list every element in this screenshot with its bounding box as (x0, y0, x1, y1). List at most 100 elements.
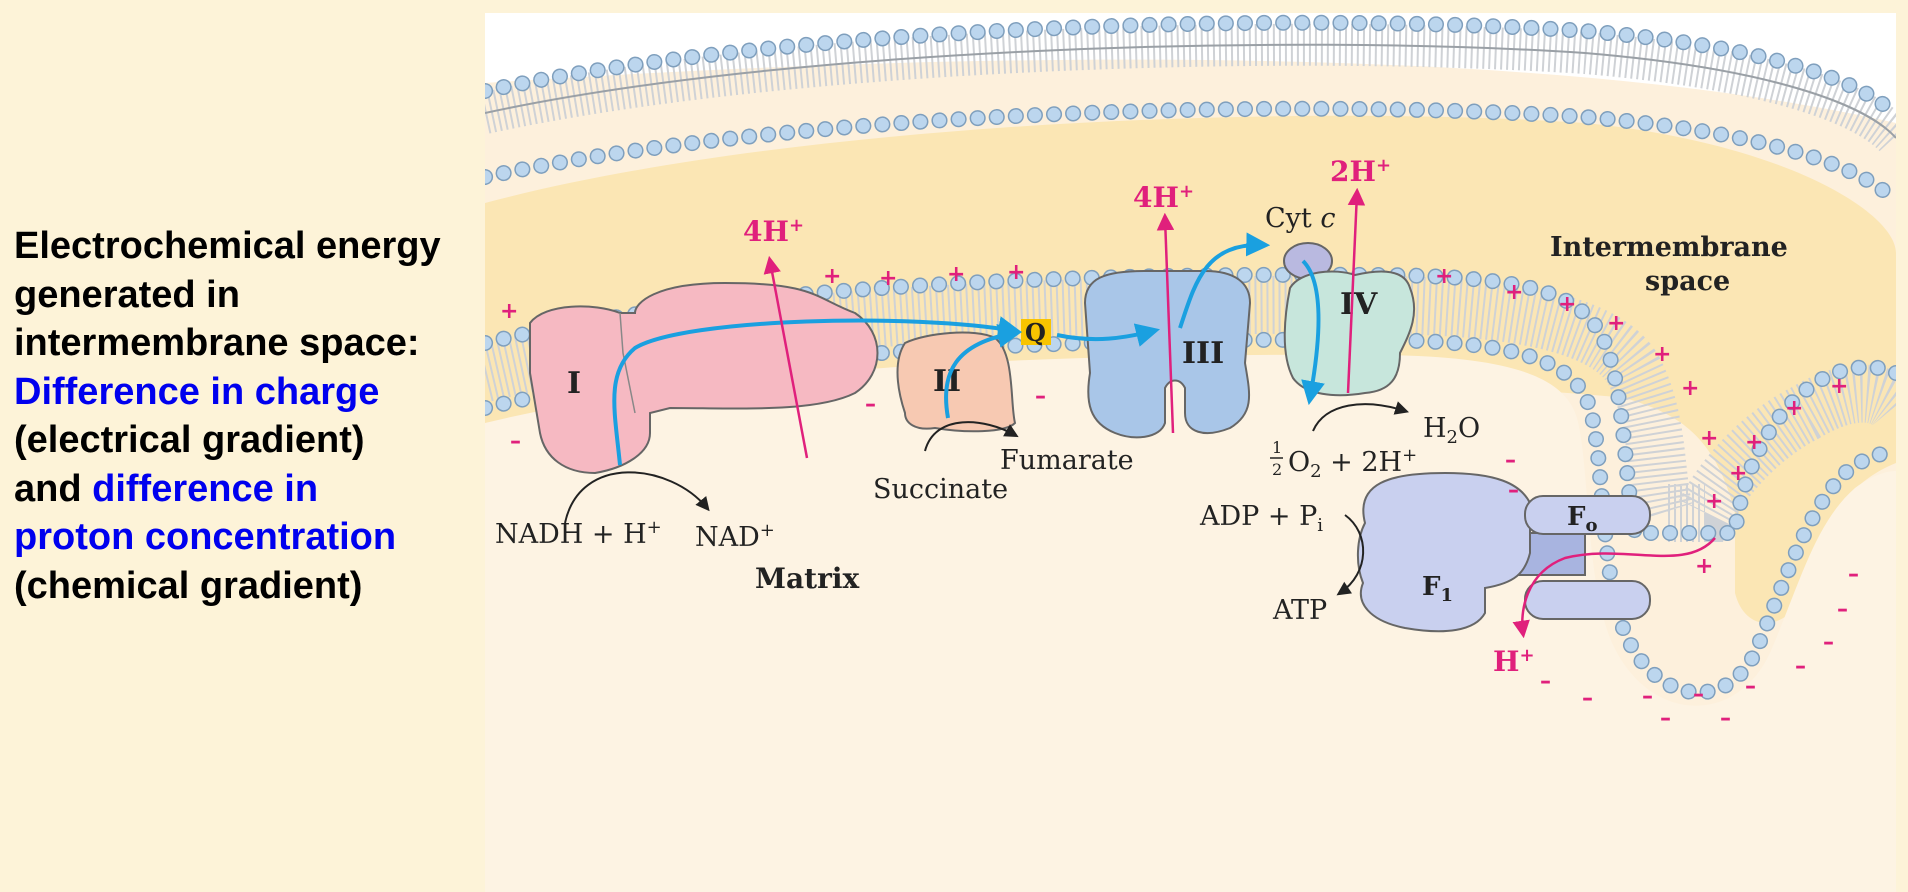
electron-path-complex-ii (944, 323, 1023, 419)
adp-label: ADP + Pi (1199, 501, 1323, 536)
minus-sign: – (1823, 630, 1834, 655)
minus-sign: – (1693, 682, 1704, 707)
proton-arrow-complex-i (763, 255, 809, 459)
proton-arrow-complex-iii (1156, 212, 1175, 434)
nad-text: NAD (695, 522, 760, 553)
electron-path-complex-i (612, 316, 1023, 466)
proton-arrow-complex-iv (1346, 187, 1366, 394)
nadh-text: NADH + H (495, 519, 647, 550)
minus-sign: – (1540, 669, 1551, 694)
o2-2: 2 (1310, 461, 1321, 482)
plus-sign: + (1830, 374, 1848, 399)
half-denominator: 2 (1272, 460, 1282, 479)
complex-i-label: I (567, 366, 581, 401)
atp-arrow (1336, 514, 1365, 596)
f1-sub: 1 (1440, 585, 1453, 606)
plus-sign: + (1653, 342, 1671, 367)
adp-sub: i (1317, 515, 1323, 536)
minus-sign: – (865, 392, 876, 417)
o2-o: O (1288, 447, 1310, 478)
minus-sign: – (1795, 654, 1806, 679)
electron-path-iii-to-cytc (1178, 232, 1271, 329)
fo-sub: o (1585, 515, 1597, 536)
proton-label-complex-i: 4H+ (743, 215, 804, 248)
o2-rest: + 2H (1322, 447, 1403, 478)
minus-sign: – (1582, 686, 1593, 711)
oxygen-label: 1 2 O2 + 2H+ (1270, 438, 1417, 482)
reaction-arrows (564, 401, 1409, 596)
plus-sign: + (1607, 311, 1625, 336)
plus-sign: + (1705, 489, 1723, 514)
minus-sign: – (1035, 384, 1046, 409)
matrix-region (485, 354, 1896, 892)
caption-line: and difference in (14, 465, 484, 514)
water-label: H2O (1423, 413, 1480, 448)
plus-sign: + (1435, 264, 1453, 289)
caption-line: intermembrane space: (14, 322, 420, 364)
proton-count: 4H (743, 215, 789, 248)
inner-membrane (485, 266, 1896, 701)
electron-transport-chain-diagram: I II Q III Cyt c IV Fo F1 (485, 13, 1896, 892)
caption-text: Electrochemical energy generated in inte… (14, 222, 484, 610)
plus-sign: + (879, 266, 897, 291)
proton-sup: + (1179, 181, 1194, 202)
q-label: Q (1025, 318, 1046, 347)
minus-sign: – (1642, 684, 1653, 709)
fo-label: Fo (1567, 502, 1597, 536)
minus-sign: – (1837, 597, 1848, 622)
caption-highlight-proton: proton concentration (14, 516, 397, 558)
caption-highlight-difference: difference in (92, 467, 319, 510)
complex-iii: III (1083, 270, 1252, 439)
atp-label: ATP (1272, 595, 1327, 626)
o2-text: O2 + 2H+ (1288, 445, 1417, 482)
plus-sign: + (500, 299, 518, 324)
f1-label: F1 (1422, 572, 1453, 606)
caption-line: (chemical gradient) (14, 564, 363, 607)
fo-main: F (1567, 502, 1586, 532)
h2o-h: H (1423, 413, 1447, 444)
cytochrome-c: Cyt c (1265, 203, 1335, 280)
plus-sign: + (1695, 554, 1713, 579)
f1-main: F (1422, 572, 1441, 602)
minus-sign: – (1720, 706, 1731, 731)
minus-sign: – (1848, 562, 1859, 587)
caption-highlight-charge: Difference in charge (14, 370, 380, 413)
electron-path-q-to-iii (1056, 323, 1160, 347)
complex-ii: II (896, 331, 1017, 433)
nad-sup: + (760, 520, 775, 541)
proton-sup: + (789, 215, 804, 236)
cyt-c-label: Cyt c (1265, 203, 1335, 234)
complex-iii-label: III (1182, 336, 1224, 371)
positive-charges: + + + + + + + + + + + + + + + + + + (500, 260, 1848, 579)
proton-pumping (763, 187, 1716, 639)
plus-sign: + (1681, 376, 1699, 401)
cyt-c-text: Cyt (1265, 203, 1320, 234)
nad-label: NAD+ (695, 520, 775, 553)
caption-line: Electrochemical energy (14, 225, 441, 267)
minus-sign: – (1505, 448, 1516, 473)
proton-label-complex-iii: 4H+ (1133, 181, 1194, 214)
adp-text: ADP + P (1199, 501, 1317, 532)
matrix-label: Matrix (755, 562, 859, 595)
cyt-c-italic: c (1320, 203, 1335, 234)
caption-line: generated in (14, 273, 240, 316)
plus-sign: + (823, 264, 841, 289)
plus-sign: + (1729, 461, 1747, 486)
outer-membrane (485, 14, 1896, 210)
fumarate-label: Fumarate (1000, 445, 1134, 476)
plus-sign: + (1558, 292, 1576, 317)
h2o-2: 2 (1447, 427, 1458, 448)
h2o-o: O (1458, 413, 1480, 444)
complex-iv-label: IV (1340, 287, 1378, 322)
electron-flow (612, 232, 1325, 466)
nadh-arrow (564, 471, 710, 524)
atp-synthase: Fo F1 (1357, 471, 1651, 633)
proton-count: 2H (1330, 155, 1376, 188)
caption-line: (electrical gradient) (14, 419, 365, 461)
intermembrane-label-line2: space (1645, 266, 1730, 297)
plus-sign: + (1505, 280, 1523, 305)
intermembrane-label-line1: Intermembrane (1550, 232, 1788, 263)
proton-count: 4H (1133, 181, 1179, 214)
succinate-label: Succinate (873, 474, 1008, 505)
minus-sign: – (1660, 706, 1671, 731)
